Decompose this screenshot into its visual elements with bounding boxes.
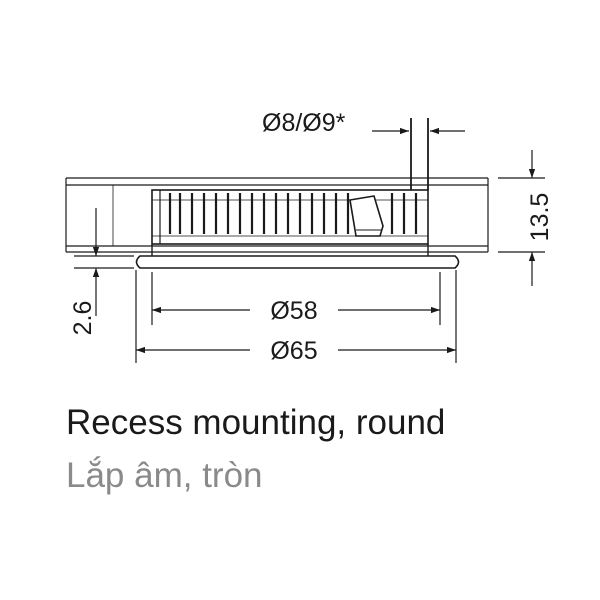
cable	[410, 118, 429, 190]
cutout-diameter-dimension	[151, 272, 441, 325]
front-flange	[135, 255, 460, 269]
flange-thickness-dimension	[74, 208, 134, 316]
luminaire-body	[151, 189, 429, 256]
flange-thickness-label: 2.6	[69, 301, 97, 336]
caption-english: Recess mounting, round	[66, 403, 446, 442]
height-label: 13.5	[526, 193, 554, 242]
height-dimension	[498, 150, 545, 286]
outer-diameter-dimension	[135, 270, 457, 363]
cutout-diameter-label: Ø58	[270, 297, 317, 325]
outer-diameter-label: Ø65	[270, 337, 317, 365]
cable-diameter-label: Ø8/Ø9*	[262, 109, 346, 137]
mounting-board	[65, 177, 489, 253]
caption-vietnamese: Lắp âm, tròn	[66, 456, 263, 495]
